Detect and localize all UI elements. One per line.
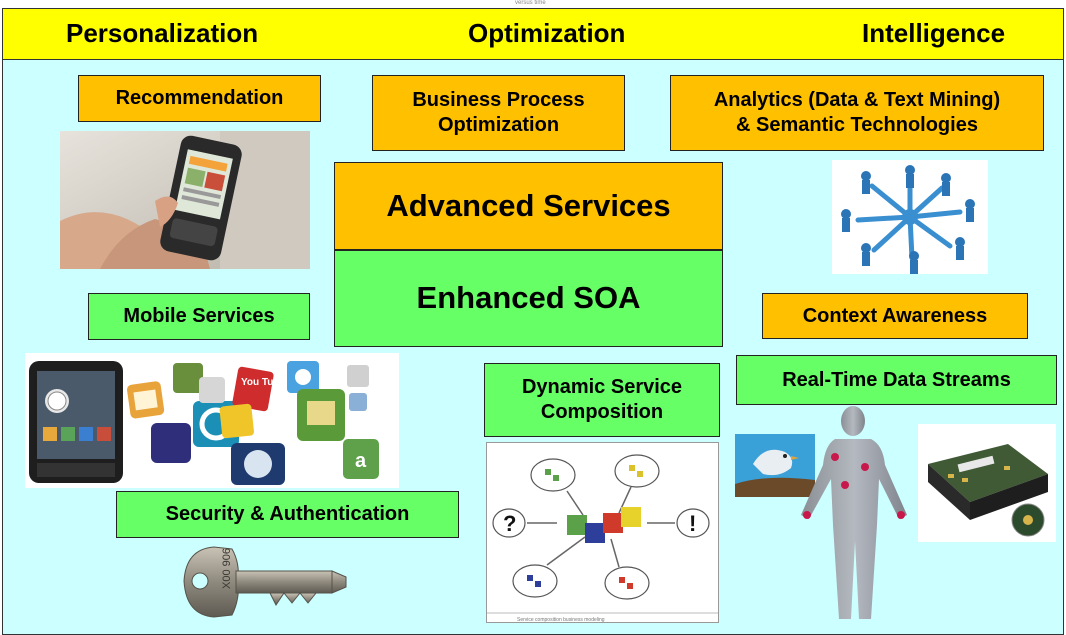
recommendation-label: Recommendation: [115, 87, 284, 109]
amazon-label: a: [355, 450, 367, 472]
mobile-services-box: Mobile Services: [88, 293, 310, 340]
mobile-apps-image: You Tube a: [25, 353, 399, 488]
recommendation-box: Recommendation: [78, 75, 321, 122]
header-optimization: Optimization: [468, 18, 626, 48]
header-personalization: Personalization: [66, 18, 259, 48]
security-label: Security & Authentication: [165, 503, 410, 525]
analytics-label-line2: & Semantic Technologies: [736, 114, 978, 136]
realtime-label: Real-Time Data Streams: [782, 368, 1011, 391]
sensor-board-image: [918, 424, 1056, 542]
smartphone-photo: [60, 131, 310, 269]
dynamic-service-composition-box: Dynamic Service Composition: [484, 363, 720, 437]
dynamic-label-line2: Composition: [540, 401, 664, 423]
enhanced-soa-box: Enhanced SOA: [334, 250, 723, 347]
security-authentication-box: Security & Authentication: [116, 491, 459, 538]
composition-caption: Service composition business modeling: [517, 617, 605, 623]
context-awareness-box: Context Awareness: [762, 293, 1028, 339]
advanced-services-box: Advanced Services: [334, 162, 723, 250]
tiny-caption: versus time: [515, 0, 546, 6]
human-sensors-image: [795, 405, 915, 623]
header-bar: [2, 8, 1064, 60]
bird-image: [735, 434, 815, 497]
business-process-optimization-box: Business Process Optimization: [372, 75, 625, 151]
header-intelligence: Intelligence: [862, 18, 1006, 48]
question-mark: ?: [503, 511, 516, 536]
bpo-label-line1: Business Process: [412, 89, 585, 111]
dynamic-label-line1: Dynamic Service: [521, 376, 683, 398]
service-composition-image: ? ! Service composition business modelin…: [486, 442, 719, 623]
real-time-data-streams-box: Real-Time Data Streams: [736, 355, 1057, 405]
exclaim-mark: !: [689, 511, 696, 536]
context-awareness-label: Context Awareness: [802, 304, 988, 327]
advanced-services-label: Advanced Services: [386, 187, 671, 223]
youtube-label: You Tube: [241, 377, 286, 388]
key-image: X00 906: [180, 541, 350, 623]
analytics-label-line1: Analytics (Data & Text Mining): [713, 89, 1001, 111]
mobile-services-label: Mobile Services: [123, 305, 275, 327]
key-code: X00 906: [221, 548, 233, 589]
enhanced-soa-label: Enhanced SOA: [416, 280, 641, 316]
analytics-box: Analytics (Data & Text Mining) & Semanti…: [670, 75, 1044, 151]
network-people-image: [832, 160, 988, 274]
bpo-label-line2: Optimization: [437, 114, 560, 136]
